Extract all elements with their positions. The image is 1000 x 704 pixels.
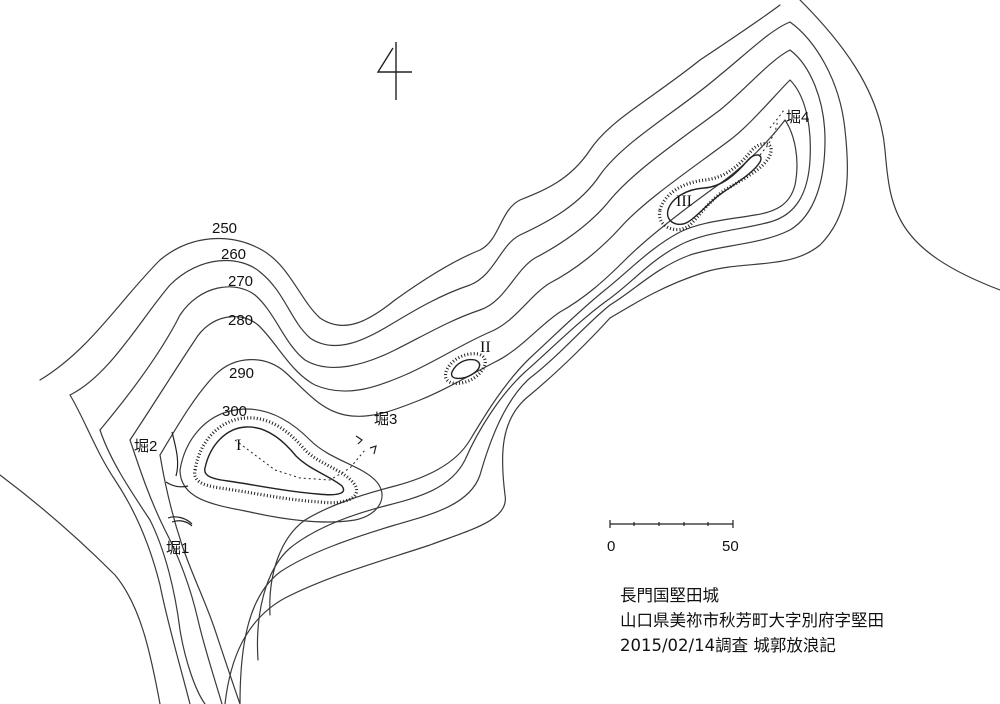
scale-end: 50	[722, 538, 739, 555]
enclosure-1: I	[193, 416, 366, 505]
contour-line-270	[99, 49, 826, 704]
contour-line-290	[159, 119, 798, 616]
ditch-2: 堀2	[134, 431, 189, 488]
enclosure-2-label: II	[480, 339, 491, 356]
contour-line-280	[129, 79, 811, 661]
contour-line-250-east	[799, 0, 1000, 291]
caption-survey: 2015/02/14調査 城郭放浪記	[620, 636, 836, 655]
ditch-1-label: 堀1	[166, 540, 189, 557]
contour-line-250	[39, 4, 781, 381]
contour-line-290-sw	[159, 454, 241, 704]
contour-line-300	[179, 408, 383, 523]
ditch-4: 堀4	[769, 109, 809, 129]
ditch-3-label: 堀3	[374, 411, 397, 428]
contour-label-290: 290	[229, 365, 254, 382]
enclosure-1-label: I	[236, 437, 241, 454]
ditch-4-label: 堀4	[786, 109, 809, 126]
enclosure-3: III	[658, 119, 779, 232]
enclosure-3-label: III	[676, 193, 692, 210]
scale-bar: 0 50	[607, 520, 739, 555]
contour-label-280: 280	[228, 312, 253, 329]
contour-label-250: 250	[212, 220, 237, 237]
contour-line-270-sw	[99, 429, 206, 704]
caption-title: 長門国堅田城	[620, 586, 719, 605]
ditch-1: 堀1	[166, 516, 193, 557]
map-caption: 長門国堅田城 山口県美祢市秋芳町大字別府字堅田 2015/02/14調査 城郭放…	[620, 583, 884, 658]
enclosure-2: II	[443, 339, 491, 385]
contour-line-250-south	[0, 474, 161, 704]
contour-label-300: 300	[222, 403, 247, 420]
north-arrow-icon	[376, 42, 412, 100]
contour-label-270: 270	[228, 273, 253, 290]
ditch-2-label: 堀2	[134, 438, 157, 455]
contour-line-260-south	[224, 317, 611, 704]
contour-line-280-sw	[129, 439, 223, 704]
caption-location: 山口県美祢市秋芳町大字別府字堅田	[620, 611, 884, 630]
contour-label-260: 260	[221, 246, 246, 263]
contour-line-260	[69, 21, 849, 396]
ditch-3: 堀3	[355, 411, 397, 455]
contour-line-260-sw	[69, 394, 191, 704]
scale-start: 0	[607, 538, 615, 555]
